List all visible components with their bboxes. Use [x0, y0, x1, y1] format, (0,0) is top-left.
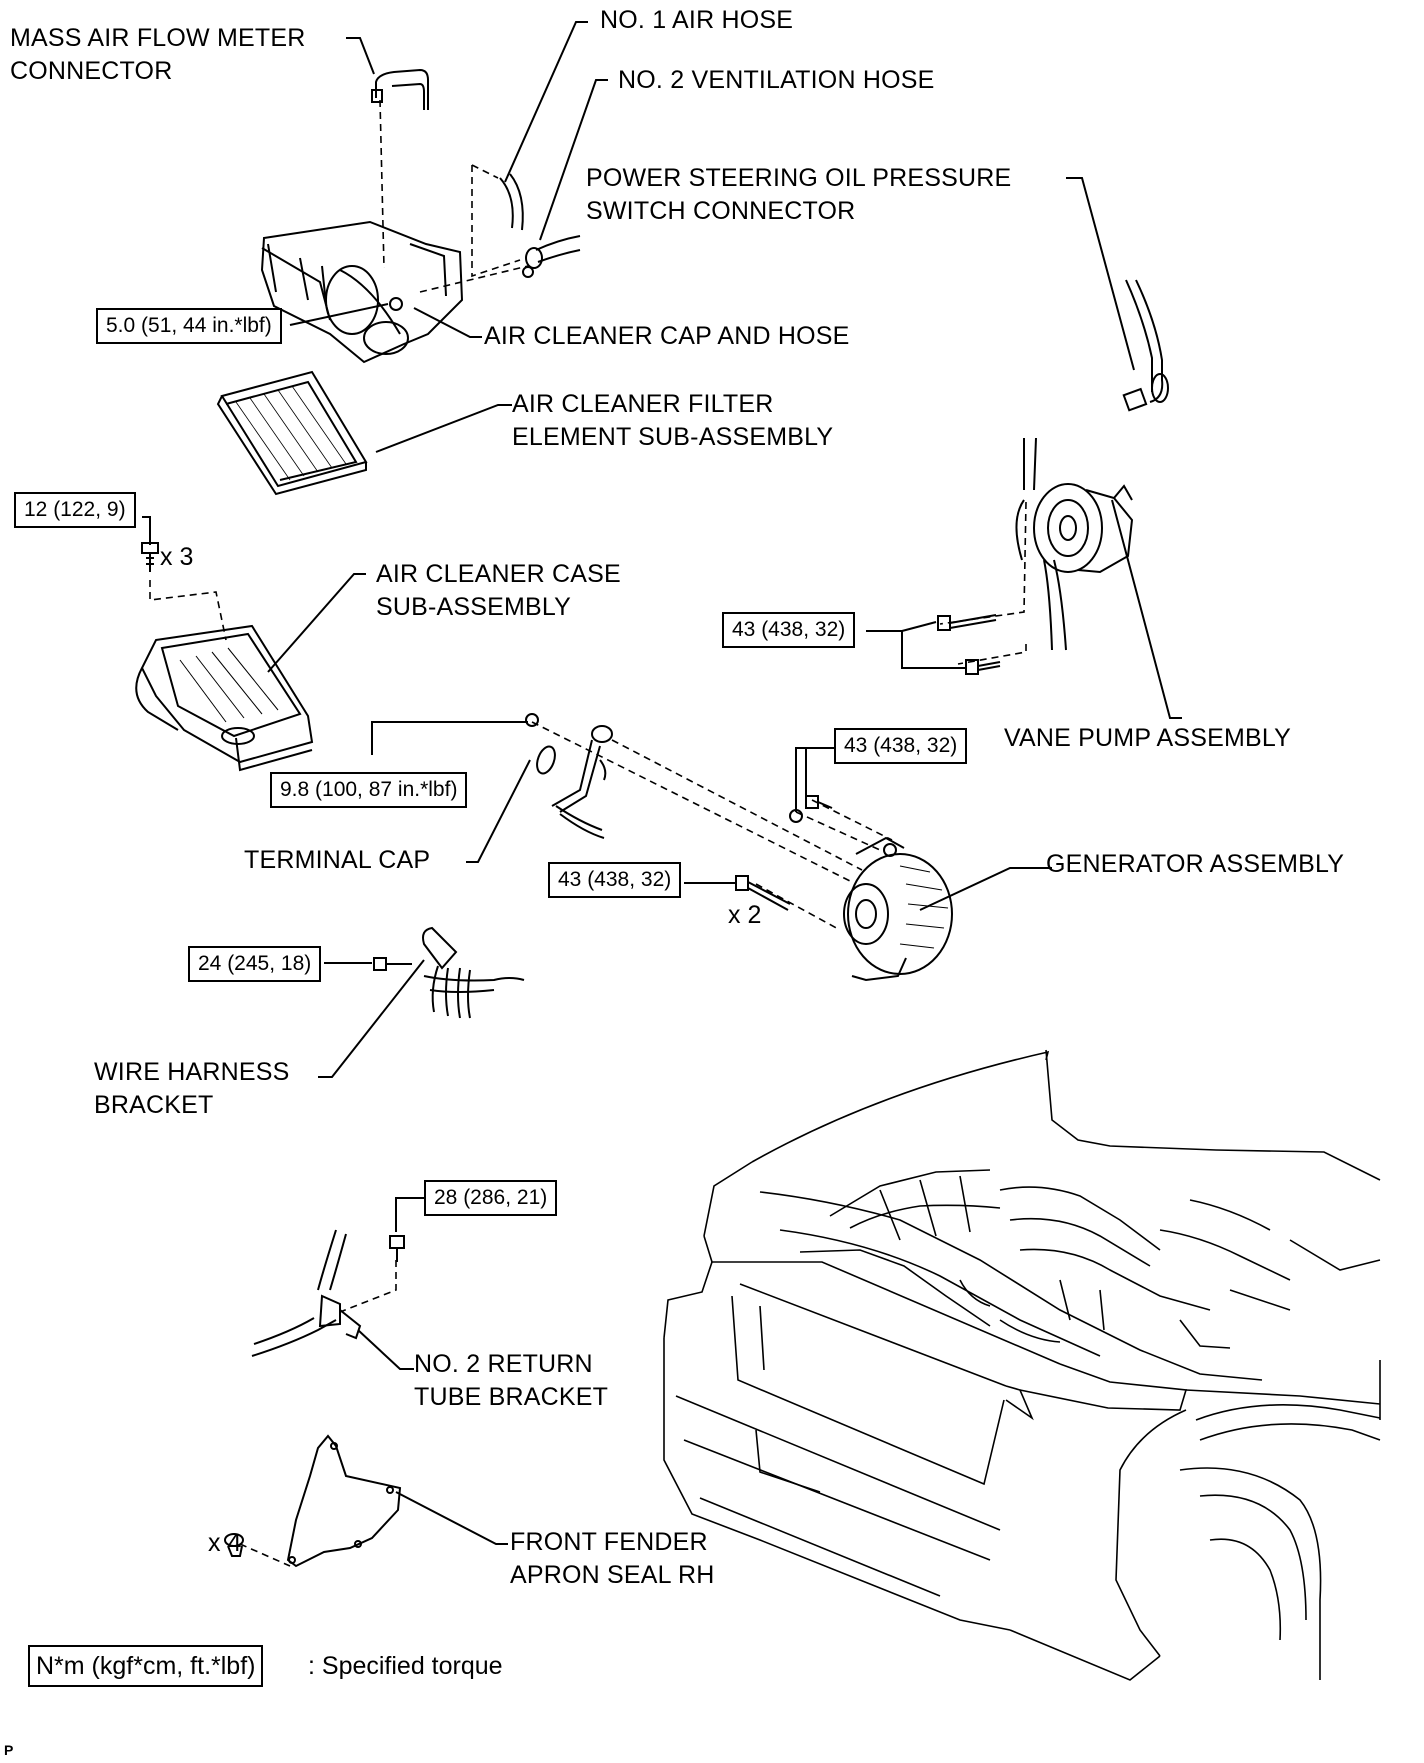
torque-generator-terminal: 9.8 (100, 87 in.*lbf) — [270, 772, 468, 808]
label-vane-pump-assembly: VANE PUMP ASSEMBLY — [1004, 724, 1292, 752]
vehicle-outline — [663, 1049, 1381, 1681]
label-air-cleaner-filter-element: AIR CLEANER FILTER ELEMENT SUB-ASSEMBLY — [512, 390, 834, 451]
alignment-lines — [149, 99, 1027, 1567]
no1-air-hose-icon — [499, 173, 524, 231]
label-terminal-cap: TERMINAL CAP — [244, 846, 431, 874]
terminal-nut-icon — [525, 713, 539, 727]
generator-lower-bolt-icon — [735, 875, 791, 911]
torque-air-cleaner-cap: 5.0 (51, 44 in.*lbf) — [96, 308, 282, 344]
multiplier-case-bolts: x 3 — [160, 543, 194, 571]
torque-wire-harness-bracket: 24 (245, 18) — [188, 946, 322, 982]
torque-air-cleaner-case-bolt: 12 (122, 9) — [14, 492, 136, 528]
return-tube-bracket-icon — [251, 1229, 405, 1357]
vane-pump-bolt-icon — [937, 614, 1001, 675]
label-front-fender-apron-seal: FRONT FENDER APRON SEAL RH — [510, 1528, 715, 1589]
multiplier-generator-bolts: x 2 — [728, 901, 762, 929]
label-power-steering-switch-connector: POWER STEERING OIL PRESSURE SWITCH CONNE… — [586, 164, 1012, 225]
torque-return-tube-bracket: 28 (286, 21) — [424, 1180, 558, 1216]
generator-cable-icon — [551, 725, 613, 839]
torque-vane-pump: 43 (438, 32) — [722, 612, 856, 648]
multiplier-apron-clips: x 4 — [208, 1529, 242, 1557]
label-air-cleaner-case: AIR CLEANER CASE SUB-ASSEMBLY — [376, 560, 621, 621]
apron-clip-icon — [224, 1533, 244, 1557]
figure-code: P — [4, 1742, 14, 1758]
case-bolt-icon — [141, 542, 159, 572]
ps-switch-connector-icon — [1122, 279, 1169, 412]
torque-generator-lower: 43 (438, 32) — [548, 862, 682, 898]
legend-description: : Specified torque — [308, 1652, 503, 1680]
air-cleaner-cap-icon — [260, 220, 464, 364]
generator-icon — [843, 836, 953, 982]
label-generator-assembly: GENERATOR ASSEMBLY — [1046, 850, 1345, 878]
terminal-cap-icon — [536, 745, 556, 775]
air-filter-element-icon — [216, 370, 368, 496]
no2-ventilation-hose-icon — [522, 235, 581, 278]
mass-air-flow-connector-icon — [371, 68, 429, 110]
label-wire-harness-bracket: WIRE HARNESS BRACKET — [94, 1058, 290, 1119]
legend-torque-unit: N*m (kgf*cm, ft.*lbf) — [28, 1645, 264, 1687]
air-cleaner-case-icon — [135, 624, 314, 772]
apron-seal-icon — [286, 1434, 402, 1568]
label-no1-air-hose: NO. 1 AIR HOSE — [600, 6, 794, 34]
generator-upper-bolt-icon — [789, 795, 833, 823]
label-no2-ventilation-hose: NO. 2 VENTILATION HOSE — [618, 66, 935, 94]
vane-pump-icon — [1015, 437, 1134, 651]
label-air-cleaner-cap-and-hose: AIR CLEANER CAP AND HOSE — [484, 322, 850, 350]
wire-harness-bracket-icon — [373, 926, 525, 1019]
label-mass-air-flow-meter-connector: MASS AIR FLOW METER CONNECTOR — [10, 24, 306, 85]
torque-generator-upper: 43 (438, 32) — [834, 728, 968, 764]
label-no2-return-tube-bracket: NO. 2 RETURN TUBE BRACKET — [414, 1350, 609, 1411]
